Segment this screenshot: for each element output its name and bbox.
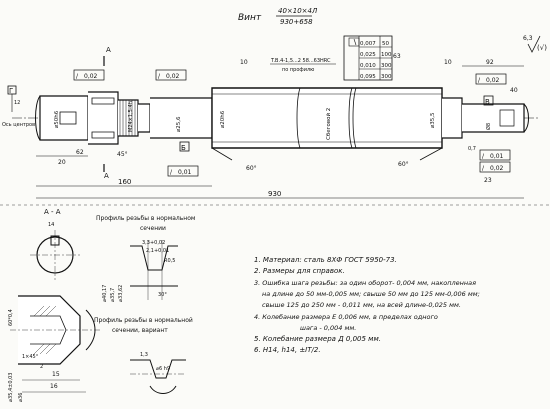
svg-text:/: / (170, 169, 173, 176)
tol-row-3-value: 0,010 (360, 63, 376, 69)
note-2: 2. Размеры для справок. (254, 267, 345, 275)
end-detail (10, 295, 100, 365)
dim-20: 20 (58, 159, 66, 166)
hardening-note-1: T.B.4-1,5...2 58...63HRC (270, 58, 331, 64)
thread-note: Сбеговой 2 (325, 108, 332, 140)
end-chamfer: 1×45° (22, 354, 39, 360)
ftol-right-2: 0,01 (490, 153, 504, 160)
prof-r: R0,5 (164, 258, 175, 264)
dim-60-right: 60° (398, 161, 409, 168)
ftol-right-3: 0,02 (490, 165, 504, 172)
dim-dia-mid: ⌀25,6 (176, 116, 182, 132)
note-5: 5. Колебание размера Д 0,005 мм. (254, 335, 381, 343)
dim-thread-left: M24×1,5-4h (128, 101, 134, 132)
dim-10-left: 10 (240, 59, 248, 66)
section-title: А - А (44, 208, 61, 216)
end-len-15: 15 (52, 371, 60, 378)
ftol-left-3: 0,01 (178, 169, 192, 176)
tol-row-4-value: 0,095 (360, 74, 376, 80)
dim-dia-left: ⌀50h6 (54, 110, 60, 128)
section-mark-bottom: А (104, 172, 109, 180)
profile-variant-drawing (130, 359, 186, 394)
dim-40: 40 (510, 87, 518, 94)
dim-12: 12 (14, 100, 20, 106)
svg-text:(√): (√) (537, 44, 547, 52)
dim-62: 62 (76, 149, 84, 156)
axis-label: Ось центров (2, 122, 35, 128)
tol-row-1-len: 50 (382, 41, 389, 47)
end-len-16: 16 (50, 383, 58, 390)
prof-d4: ⌀6 h9 (156, 366, 170, 372)
prof-d1: ⌀40,17 (102, 285, 108, 302)
prof-w2: 2,1+0,01 (146, 248, 169, 254)
dim-45deg: 45° (117, 151, 128, 158)
dim-10-right: 10 (444, 59, 452, 66)
shaft-view (12, 87, 540, 161)
profile-normal-title-1: Профиль резьбы в нормальном (96, 215, 195, 222)
tolerance-table: 0,007 50 0,025 100 0,010 300 0,095 300 6… (343, 35, 401, 81)
hardening-note-2: по профилю (282, 67, 314, 73)
prof-w1: 3,3+0,02 (142, 240, 165, 246)
dim-right-small: Ø8 (485, 123, 492, 130)
datum-b: Б (181, 144, 186, 152)
dim-92: 92 (486, 59, 494, 66)
svg-text:/: / (478, 77, 481, 84)
tol-row-1-value: 0,007 (360, 41, 376, 47)
spec-top: 40×10×4Л (278, 7, 318, 15)
dim-930: 930 (268, 190, 281, 198)
tol-row-2-value: 0,025 (360, 52, 376, 58)
profile-normal-title-2: сечении (140, 225, 166, 232)
part-name: Винт (238, 13, 262, 23)
ftol-right-1: 0,02 (486, 77, 500, 84)
ftol-left-2: 0,02 (166, 73, 180, 80)
svg-text:/: / (76, 73, 79, 80)
profile-variant-title-1: Профиль резьбы в нормальной (94, 317, 193, 324)
svg-text:/: / (482, 165, 485, 172)
dim-160: 160 (118, 178, 131, 186)
end-dia-36: ⌀36 (18, 393, 24, 402)
dim-60-left: 60° (246, 165, 257, 172)
prof-w3: 1,3 (140, 352, 148, 358)
section-dim: 14 (48, 222, 54, 228)
prof-d3: ⌀33,62 (118, 285, 124, 302)
datum-v: В (485, 98, 490, 106)
tol-side-label: 63 (393, 53, 401, 60)
frame-tolerances: / 0,02 / 0,02 / 0,01 / 0,02 / 0,01 / 0,0… (73, 69, 511, 177)
end-dia-bottom: ⌀35,4±0,03 (8, 373, 14, 402)
svg-text:/: / (482, 153, 485, 160)
note-1: 1. Материал: сталь 8ХФ ГОСТ 5950-73. (254, 256, 397, 264)
note-4b: шага - 0,004 мм. (300, 324, 356, 332)
prof-d2: ⌀35,7 (110, 288, 116, 302)
datum-g: Г (9, 87, 13, 95)
roughness-value: 6,3 (523, 35, 533, 42)
note-3: 3. Ошибка шага резьбы: за один оборот- 0… (254, 279, 476, 287)
section-mark-top: А (106, 46, 111, 54)
spec-bottom: 930+658 (280, 18, 313, 26)
prof-ang: 30° (158, 292, 167, 298)
profile-variant-title-2: сечении, вариант (112, 327, 168, 334)
tol-row-3-len: 300 (381, 63, 392, 69)
note-6: 6. H14, h14, ±IT/2. (254, 346, 321, 354)
svg-text:/: / (158, 73, 161, 80)
end-dia-top: 60*0,4 (8, 309, 14, 326)
roughness-symbol (527, 35, 541, 53)
dim-dia-right: ⌀35,5 (430, 112, 436, 128)
note-3b: на длине до 50 мм-0,005 мм; свыше 50 мм … (262, 290, 480, 298)
tol-row-2-len: 100 (381, 52, 392, 58)
note-4: 4. Колебание размера Е 0,006 мм, в преде… (254, 313, 438, 321)
notes-block: 1. Материал: сталь 8ХФ ГОСТ 5950-73. 2. … (254, 256, 480, 354)
dim-hole: ⌀20h6 (220, 110, 226, 128)
end-len-2: 2 (40, 364, 43, 370)
dim-23: 23 (484, 177, 492, 184)
dim-07: 0,7 (468, 146, 476, 152)
ftol-left-1: 0,02 (84, 73, 98, 80)
profile-normal-drawing (130, 240, 178, 300)
note-3c: свыше 125 до 250 мм - 0,011 мм, на всей … (262, 301, 461, 309)
tol-row-4-len: 300 (381, 74, 392, 80)
section-circle (36, 236, 74, 274)
